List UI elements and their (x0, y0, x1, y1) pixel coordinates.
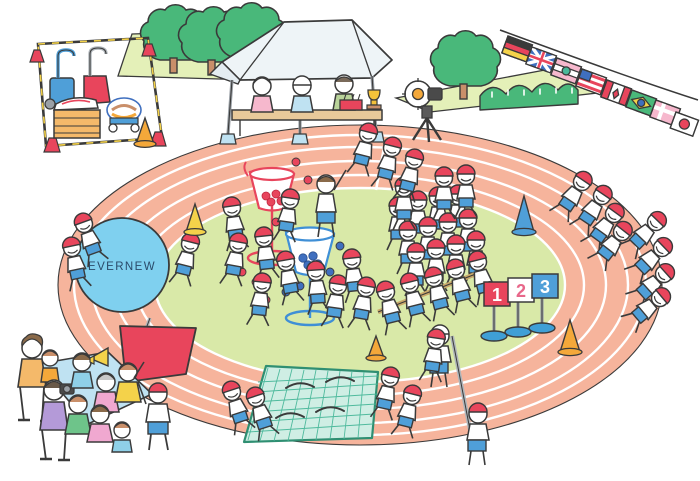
rank-flag-group: 1 2 3 (480, 273, 559, 342)
spectator-child-carried (40, 349, 60, 383)
spectator-group (17, 333, 171, 462)
cone-yellow-infield (183, 201, 207, 237)
tamaire-referee (315, 169, 347, 238)
spectator-pink-child (86, 404, 114, 443)
evernew-ball-label: EVERNEW (88, 261, 156, 273)
cone-blue-right (511, 193, 537, 237)
tent-staff-2 (290, 75, 314, 113)
spectator-green-child (64, 394, 92, 435)
equipment-cart (106, 97, 142, 133)
ground-net (242, 364, 380, 444)
spectator-toddler (111, 421, 133, 453)
judges-tent (208, 19, 393, 145)
vaulting-box (52, 97, 101, 139)
tent-staff-1 (250, 76, 274, 113)
cone-infield-bottom (365, 333, 387, 362)
megaphone-icon (89, 346, 109, 368)
spectator-megaphone-kid (70, 346, 109, 389)
line-marker-blue (44, 48, 76, 110)
line-marker-red (78, 46, 111, 110)
rank-flag-3-label: 3 (540, 277, 550, 297)
rank-flag-2-label: 2 (516, 281, 526, 301)
spectator-camera-parent (39, 379, 75, 462)
flag-bearer-child (137, 381, 171, 451)
rank-flag-1-label: 1 (492, 285, 502, 305)
international-flag-bunting (499, 29, 700, 138)
rank-flag-1: 1 (480, 281, 511, 342)
hedge (479, 82, 579, 111)
spectator-yellow-child (114, 361, 145, 403)
cone-orange-left (133, 115, 157, 149)
cone-group (133, 115, 583, 362)
tamaire-game (218, 157, 380, 333)
equipment-storage (29, 36, 167, 153)
tripod-camera (402, 78, 443, 143)
trophy (366, 89, 382, 110)
finish-tape-holder-lower (466, 402, 490, 466)
rank-flag-3: 3 (528, 273, 559, 334)
tug-of-war (371, 247, 500, 337)
cone-orange-lower (557, 317, 583, 357)
medal-box (339, 93, 363, 111)
